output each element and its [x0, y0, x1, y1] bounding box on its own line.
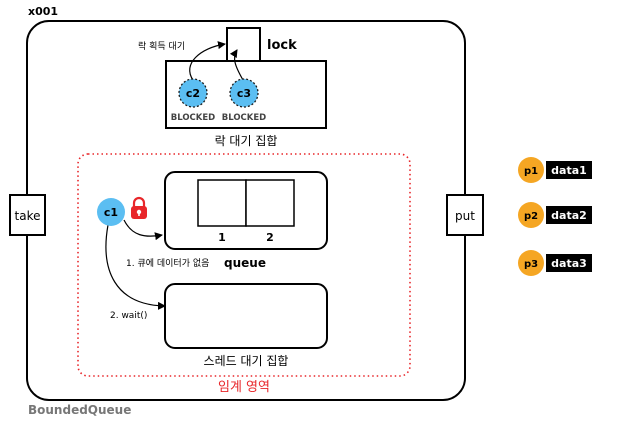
critical-section-label: 임계 영역: [218, 380, 270, 395]
lock-acquire-label: 락 획득 대기: [138, 40, 185, 52]
step1-label: 1. 큐에 데이터가 없음: [126, 258, 209, 269]
producer-p3-data: data3: [551, 257, 587, 270]
take-method-label: take: [15, 209, 41, 223]
queue-slot-1: [197, 179, 247, 227]
take-method-box: [9, 194, 46, 236]
lock-icon: [131, 196, 147, 219]
thread-c2-state: BLOCKED: [171, 113, 216, 123]
lock-label: lock: [267, 38, 297, 53]
instance-label: x001: [28, 5, 58, 18]
c2-acquire-arrow: [189, 41, 226, 81]
thread-c1: [97, 198, 125, 226]
queue-slot-1-label: 1: [218, 231, 226, 244]
step2-label: 2. wait(): [110, 311, 147, 321]
producer-p2-label: p2: [524, 211, 538, 222]
thread-c2: [178, 78, 208, 108]
thread-wait-set-label: 스레드 대기 집합: [204, 354, 289, 368]
queue-slot-2: [245, 179, 295, 227]
class-label: BoundedQueue: [28, 403, 131, 417]
producer-p1-label: p1: [524, 166, 538, 177]
producer-p2-circle: [518, 202, 544, 228]
producer-p2-data: data2: [551, 209, 587, 222]
lock-box: [226, 27, 261, 62]
producer-p3: p3 data3: [518, 250, 592, 276]
thread-c3: [229, 78, 259, 108]
critical-section-box: [77, 153, 411, 377]
thread-wait-set-box: [164, 283, 328, 349]
producer-p3-data-badge: [546, 254, 592, 272]
producer-p1-data: data1: [551, 164, 587, 177]
lock-wait-set-label: 락 대기 집합: [215, 134, 278, 148]
put-method-label: put: [455, 209, 475, 223]
queue-slot-2-label: 2: [266, 231, 274, 244]
c1-to-queue-arrow: [123, 219, 163, 241]
producer-p1-data-badge: [546, 161, 592, 179]
thread-c2-label: c2: [186, 87, 200, 100]
thread-c1-label: c1: [104, 206, 118, 219]
c1-wait-arrow: [105, 224, 166, 310]
producer-p3-circle: [518, 250, 544, 276]
producer-p2-data-badge: [546, 206, 592, 224]
producer-p3-label: p3: [524, 259, 538, 270]
thread-c3-label: c3: [237, 87, 251, 100]
producer-p2: p2 data2: [518, 202, 592, 228]
thread-c3-state: BLOCKED: [222, 113, 267, 123]
producer-p1-circle: [518, 157, 544, 183]
queue-label: queue: [224, 256, 266, 270]
put-method-box: [446, 194, 484, 236]
c3-acquire-arrow: [229, 49, 244, 81]
producer-p1: p1 data1: [518, 157, 592, 183]
